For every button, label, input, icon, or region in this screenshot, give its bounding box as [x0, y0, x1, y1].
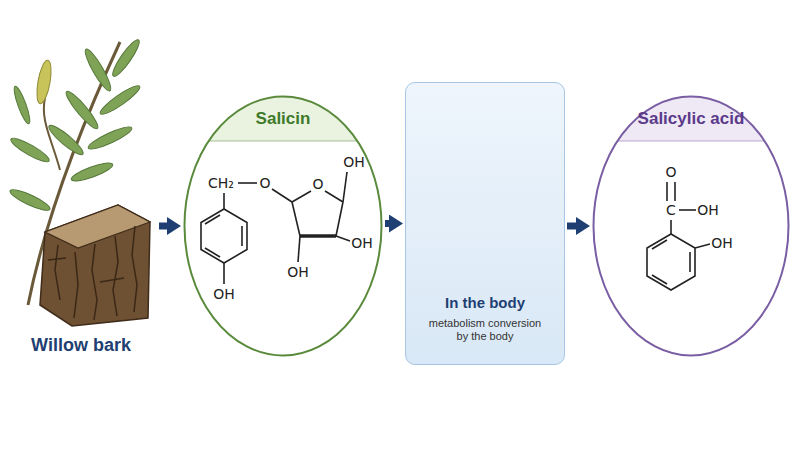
band-rule: [592, 141, 790, 142]
stage-title: In the body: [445, 294, 525, 313]
compound-circle: Salicin: [183, 95, 383, 357]
atom-label: O: [312, 176, 323, 192]
atom-label: OH: [343, 154, 365, 170]
bark-piece: [40, 205, 150, 326]
salicin-structure: [201, 172, 350, 284]
circle-border: [594, 97, 789, 356]
atom-label: O: [259, 175, 270, 191]
atom-label: OH: [697, 202, 719, 218]
atom-label: OH: [711, 235, 733, 251]
compound-title: Salicin: [256, 108, 311, 129]
atom-label: O: [665, 164, 676, 180]
stage-note: metabolism conversion by the body: [425, 317, 545, 345]
source-caption: Willow bark: [31, 334, 131, 357]
atom-label: OH: [213, 286, 235, 302]
circle-outline: [592, 95, 790, 357]
compound-circle: Salicylic acid: [592, 95, 790, 357]
illustration-node: Willow bark: [5, 40, 157, 362]
flow-arrow: [159, 223, 169, 230]
compound-title: Salicylic acid: [638, 108, 745, 129]
flow-arrow: [385, 220, 391, 227]
atom-label: CH₂: [208, 175, 234, 191]
process-box: In the body metabolism conversion by the …: [405, 82, 565, 365]
atom-label: C: [666, 202, 676, 218]
salicylic-acid-structure: [647, 182, 710, 290]
atom-label: OH: [287, 264, 309, 280]
band-rule: [183, 141, 383, 142]
circle-border: [185, 97, 382, 356]
circle-outline: [183, 95, 383, 357]
flow-arrow: [567, 223, 578, 230]
atom-label: OH: [351, 235, 373, 251]
